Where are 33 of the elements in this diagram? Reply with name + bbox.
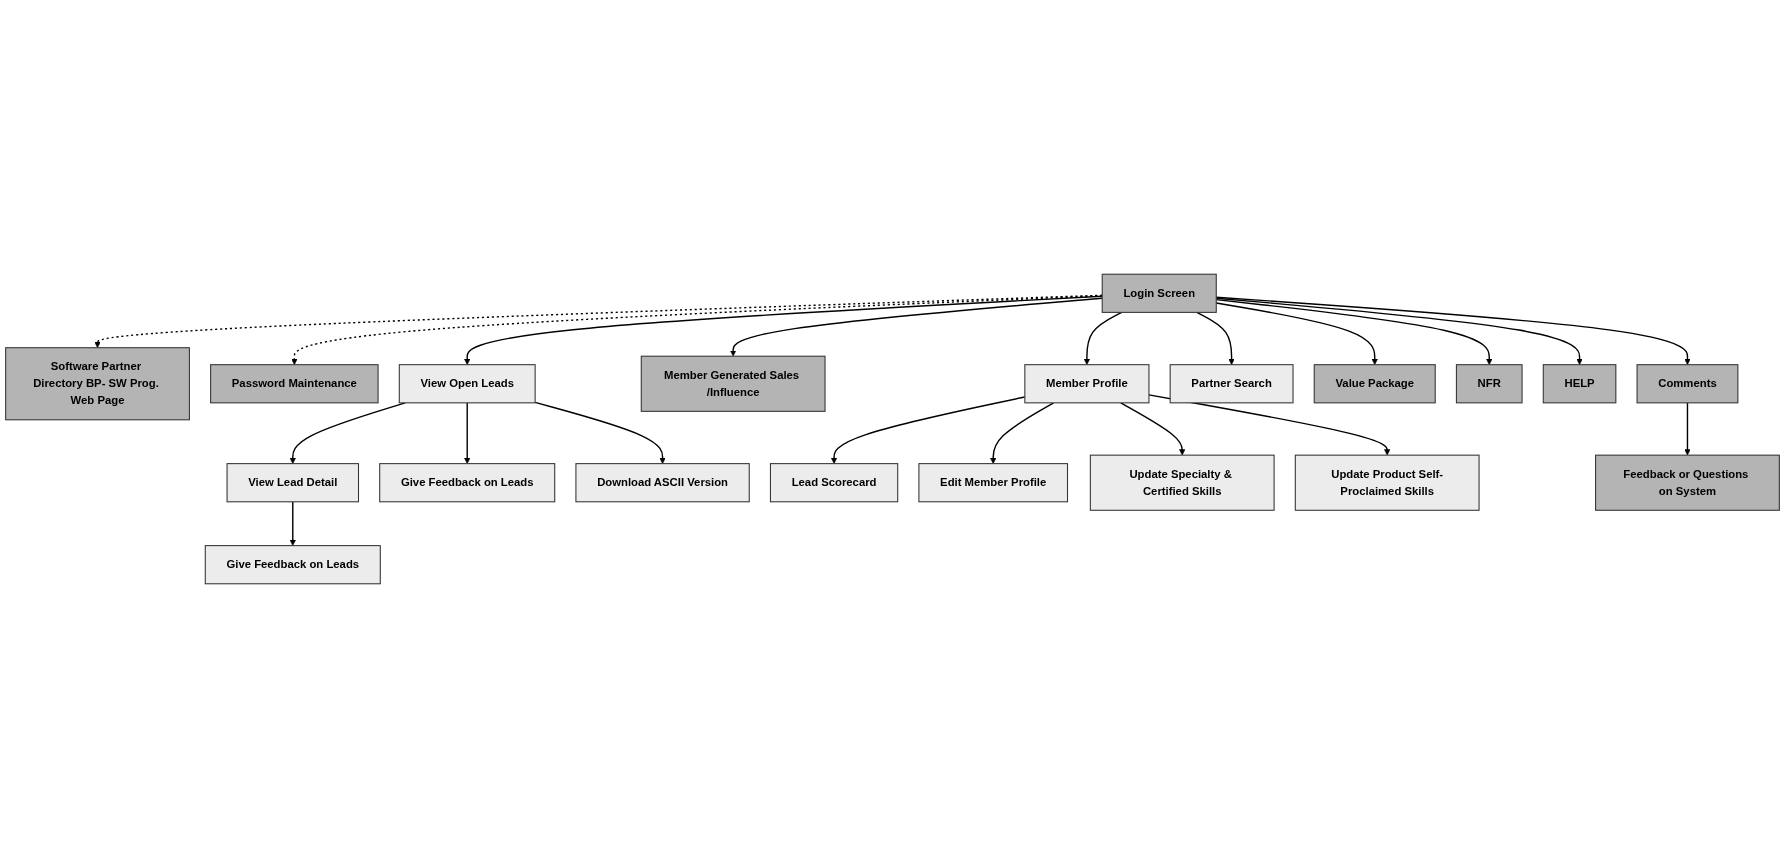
node-box: Member Generated Sales /Influence — [640, 355, 826, 412]
arrow — [990, 402, 1055, 464]
arrow — [289, 402, 406, 464]
node-box: Software Partner Directory BP- SW Prog. Web Page — [5, 347, 190, 421]
arrow — [1120, 402, 1186, 456]
node-box: Partner Search — [1169, 364, 1294, 404]
node-box: Edit Member Profile — [918, 463, 1069, 503]
node-box: NFR — [1455, 364, 1523, 404]
node-box: Lead Scorecard — [769, 463, 899, 503]
arrow — [1083, 311, 1123, 365]
node-box: Give Feedback on Leads — [379, 463, 556, 503]
arrow — [1684, 402, 1691, 456]
node-box: View Lead Detail — [226, 463, 360, 503]
node-box: Password Maintenance — [210, 364, 379, 404]
arrow — [464, 402, 471, 464]
node-box: HELP — [1542, 364, 1617, 404]
arrow — [289, 501, 296, 546]
node-box: View Open Leads — [398, 364, 536, 404]
arrow — [730, 297, 1103, 357]
arrow — [534, 401, 666, 464]
node-box: Login Screen — [1101, 273, 1217, 313]
arrow — [464, 295, 1103, 365]
node-box: Comments — [1636, 364, 1739, 404]
node-box: Member Profile — [1024, 364, 1150, 404]
arrow — [291, 295, 1103, 365]
arrow — [1148, 394, 1391, 456]
arrow — [1196, 311, 1235, 365]
node-box: Value Package — [1313, 364, 1436, 404]
node-box: Update Specialty & Certified Skills — [1089, 454, 1275, 511]
node-box: Download ASCII Version — [575, 463, 750, 503]
node-box: Give Feedback on Leads — [204, 545, 381, 585]
node-box: Feedback or Questions on System — [1595, 454, 1780, 511]
node-box: Update Product Self-Proclaimed Skills — [1294, 454, 1480, 511]
